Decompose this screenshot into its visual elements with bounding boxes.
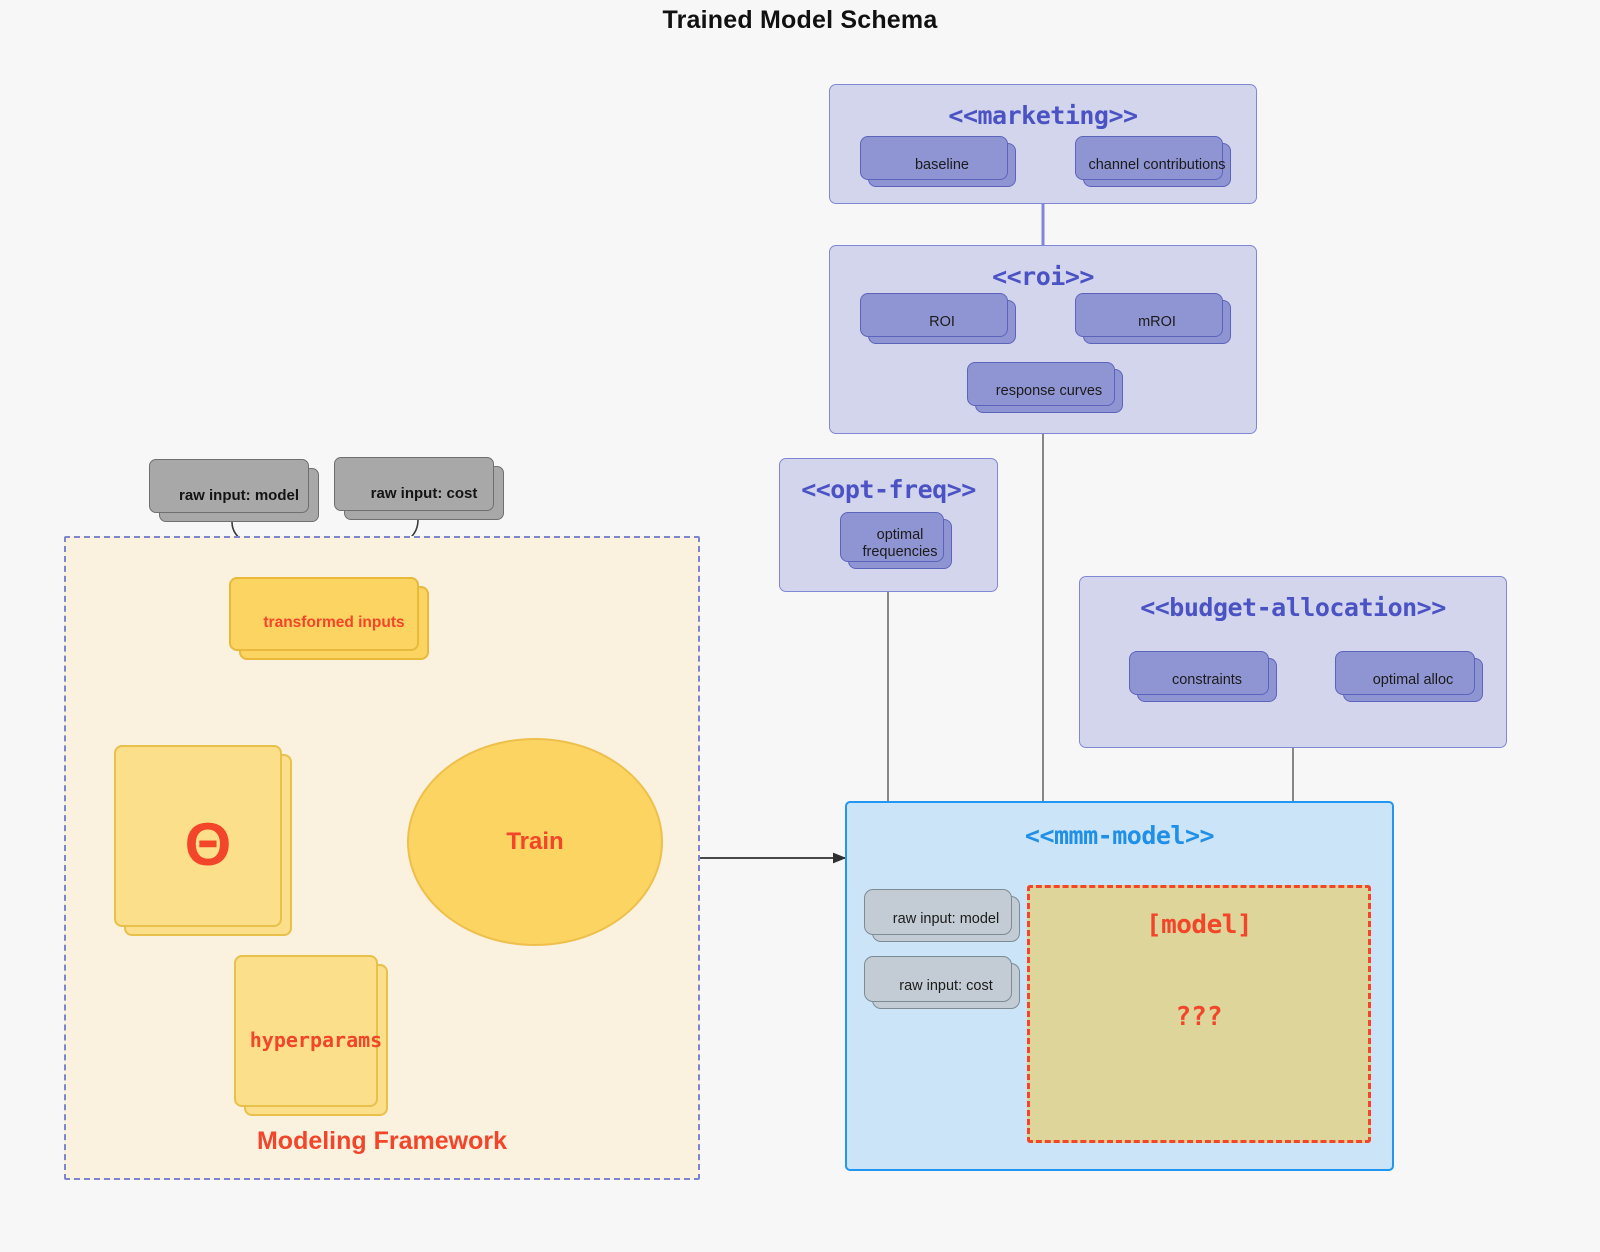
- card-hyperparams-label: hyperparams: [249, 1028, 383, 1052]
- package-roi[interactable]: <<roi>> ROI mROI response curves: [829, 245, 1257, 434]
- node-baseline[interactable]: baseline: [860, 136, 1016, 187]
- modeling-framework-boundary: Modeling Framework transformed inputs Θ …: [64, 536, 700, 1180]
- raw-input-model-card[interactable]: raw input: model: [149, 459, 319, 522]
- package-marketing[interactable]: <<marketing>> baseline channel contribut…: [829, 84, 1257, 204]
- mmm-raw-input-model-label: raw input: model: [892, 911, 1000, 927]
- page-title: Trained Model Schema: [662, 6, 938, 34]
- node-optimal-frequencies-label: optimal frequencies: [862, 527, 938, 560]
- card-hyperparams[interactable]: hyperparams: [234, 955, 388, 1116]
- package-budget-allocation[interactable]: <<budget-allocation>> constraints optima…: [1079, 576, 1507, 748]
- package-opt-freq[interactable]: <<opt-freq>> optimal frequencies: [779, 458, 998, 592]
- mmm-raw-input-cost[interactable]: raw input: cost: [864, 956, 1020, 1009]
- node-optimal-alloc-label: optimal alloc: [1372, 671, 1454, 688]
- model-placeholder-label: [model]: [1145, 910, 1253, 940]
- node-channel-contributions-label: channel contributions: [1088, 156, 1226, 173]
- model-unknown-label: ???: [1175, 1002, 1223, 1032]
- package-budget-allocation-title: <<budget-allocation>>: [1140, 593, 1446, 622]
- package-mmm-model[interactable]: <<mmm-model>> raw input: model raw input…: [845, 801, 1394, 1171]
- node-mroi-label: mROI: [1138, 313, 1176, 330]
- package-roi-title: <<roi>>: [992, 262, 1094, 291]
- card-transformed-inputs-label: transformed inputs: [263, 614, 405, 631]
- raw-input-cost-label: raw input: cost: [370, 484, 478, 502]
- node-constraints-label: constraints: [1171, 671, 1243, 688]
- mmm-raw-input-model[interactable]: raw input: model: [864, 889, 1020, 942]
- package-opt-freq-title: <<opt-freq>>: [801, 475, 976, 504]
- train-process[interactable]: Train: [407, 738, 663, 946]
- train-label: Train: [506, 828, 564, 855]
- node-roi[interactable]: ROI: [860, 293, 1016, 344]
- node-optimal-frequencies[interactable]: optimal frequencies: [840, 512, 952, 569]
- node-response-curves-label: response curves: [995, 382, 1103, 399]
- theta-symbol: Θ: [184, 811, 232, 878]
- node-channel-contributions[interactable]: channel contributions: [1075, 136, 1231, 187]
- node-response-curves[interactable]: response curves: [967, 362, 1123, 413]
- card-theta[interactable]: Θ: [114, 745, 292, 936]
- package-marketing-title: <<marketing>>: [948, 101, 1138, 130]
- modeling-framework-label: Modeling Framework: [256, 1127, 508, 1155]
- raw-input-model-label: raw input: model: [179, 486, 299, 504]
- card-transformed-inputs[interactable]: transformed inputs: [229, 577, 429, 660]
- raw-input-cost-card[interactable]: raw input: cost: [334, 457, 504, 520]
- node-baseline-label: baseline: [914, 156, 969, 173]
- package-mmm-model-title: <<mmm-model>>: [1024, 821, 1215, 850]
- node-roi-label: ROI: [929, 313, 955, 330]
- node-mroi[interactable]: mROI: [1075, 293, 1231, 344]
- node-optimal-alloc[interactable]: optimal alloc: [1335, 651, 1483, 702]
- mmm-raw-input-cost-label: raw input: cost: [899, 978, 993, 994]
- model-placeholder-box[interactable]: [model] ???: [1027, 885, 1371, 1143]
- node-constraints[interactable]: constraints: [1129, 651, 1277, 702]
